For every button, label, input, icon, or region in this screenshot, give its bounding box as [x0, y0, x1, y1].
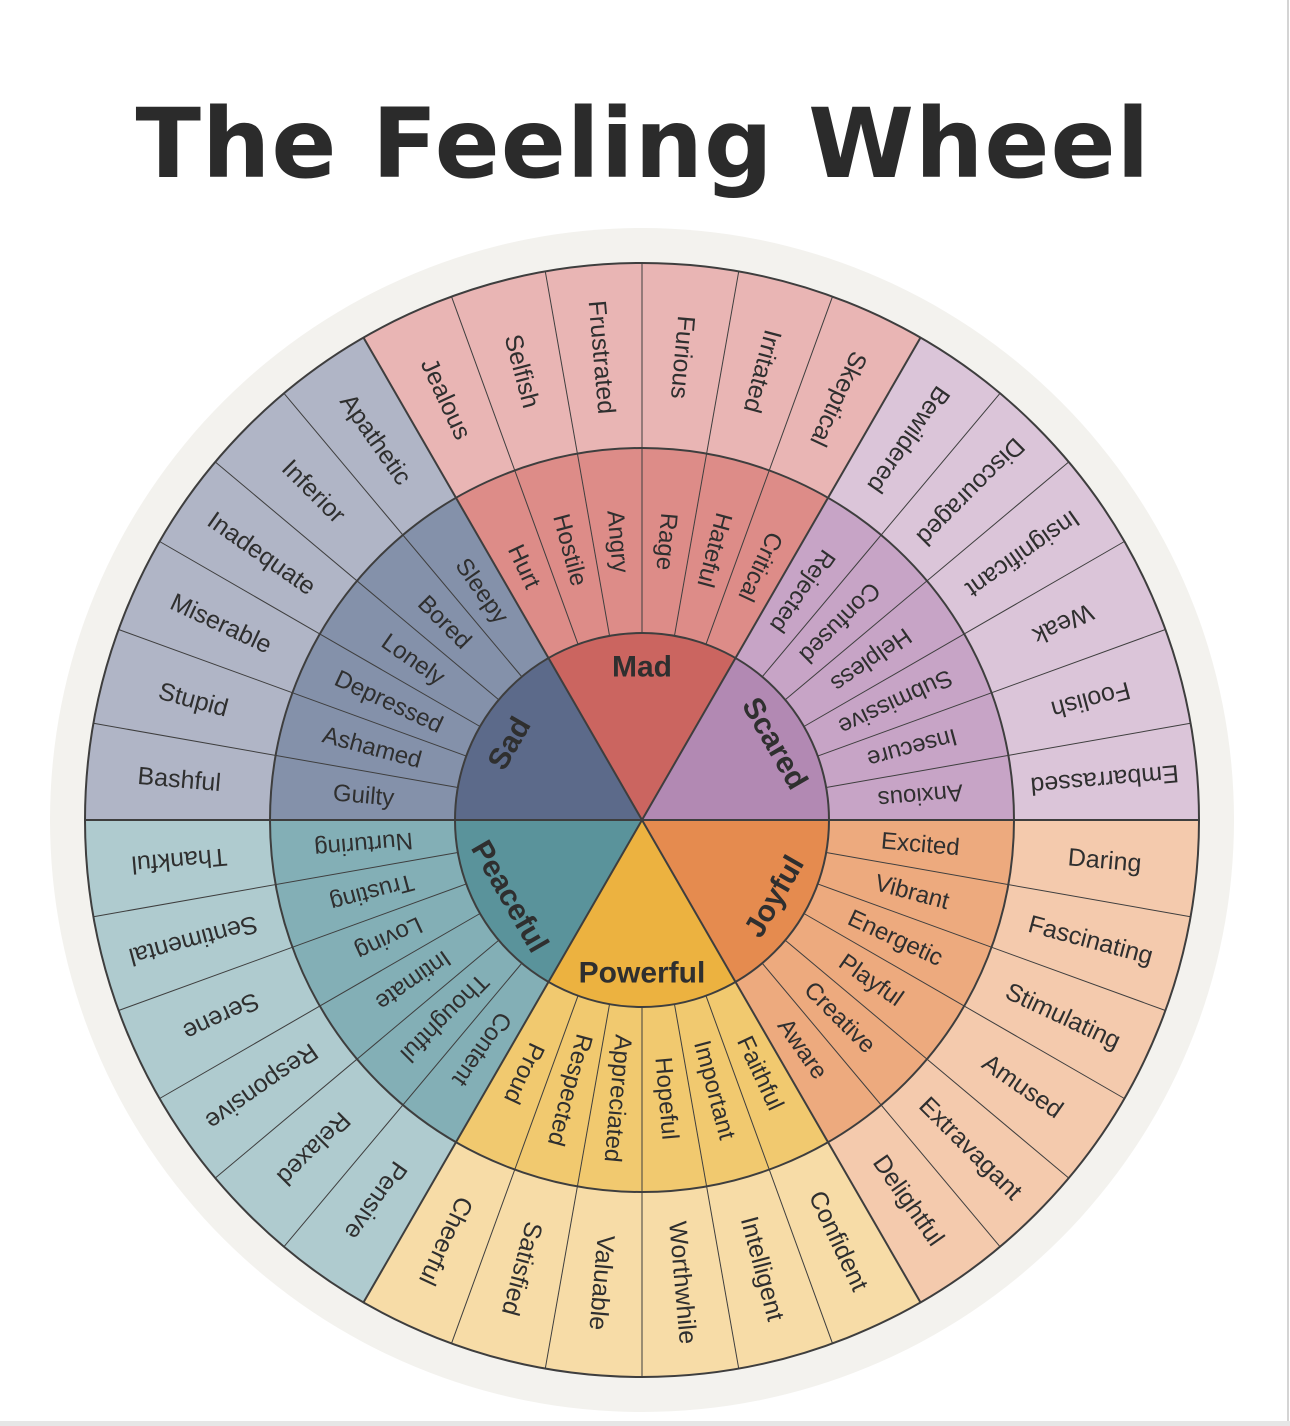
- middle-ring-outline: [269, 447, 1015, 1193]
- outer-ring-outline: [84, 262, 1200, 1378]
- middle-ring-sad: [270, 497, 549, 820]
- core-wedge-mad: [548, 632, 736, 820]
- page-title: The Feeling Wheel: [135, 88, 1151, 200]
- outer-ring-scared: [828, 337, 1199, 820]
- outer-ring-sad: [85, 337, 456, 820]
- window-edge: [1287, 0, 1289, 1426]
- outer-ring-joyful: [828, 820, 1199, 1303]
- core-wedge-peaceful: [455, 820, 642, 982]
- core-wedge-powerful: [548, 820, 736, 1007]
- wheel-dividers: [84, 262, 1200, 1378]
- wheel-wedges: [85, 262, 1199, 1377]
- core-wedge-scared: [642, 658, 829, 820]
- middle-ring-joyful: [735, 820, 1014, 1143]
- middle-label-angry: Angry: [601, 509, 633, 574]
- window-edge-bottom: [0, 1421, 1290, 1426]
- core-wedge-sad: [455, 658, 642, 820]
- core-wedge-joyful: [642, 820, 829, 982]
- core-ring-outline: [454, 632, 830, 1008]
- sector-divider: [641, 819, 922, 1303]
- sector-divider: [641, 337, 922, 821]
- sector-divider: [362, 819, 643, 1303]
- outer-ring-peaceful: [85, 820, 456, 1303]
- sector-divider: [362, 337, 643, 821]
- core-label-mad: Mad: [612, 651, 672, 684]
- middle-label-guilty: Guilty: [332, 779, 395, 811]
- middle-ring-peaceful: [270, 820, 549, 1143]
- middle-ring-scared: [735, 497, 1014, 820]
- core-label-powerful: Powerful: [579, 957, 706, 990]
- middle-label-rage: Rage: [650, 512, 682, 572]
- outer-label-daring: Daring: [1067, 843, 1143, 877]
